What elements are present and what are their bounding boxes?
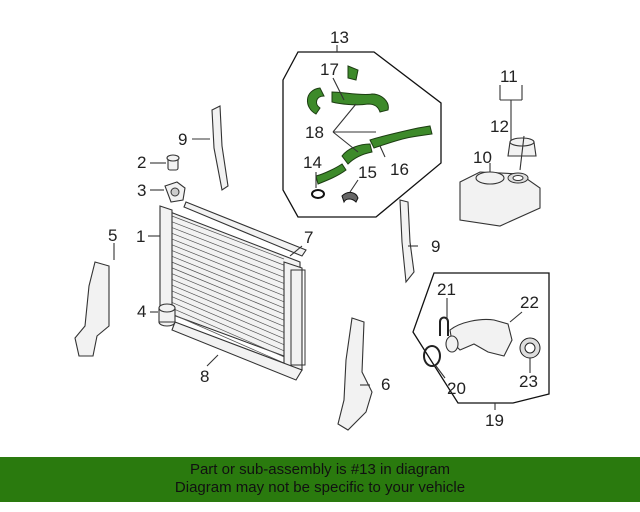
callout-19: 19 bbox=[485, 411, 504, 430]
cap-23 bbox=[519, 337, 541, 359]
coolant-reservoir bbox=[459, 171, 541, 227]
callout-3: 3 bbox=[137, 181, 146, 200]
hose-16 bbox=[369, 125, 433, 149]
callout-22: 22 bbox=[520, 293, 539, 312]
bottom-seal-strip bbox=[171, 321, 303, 381]
callout-10: 10 bbox=[473, 148, 492, 167]
banner-line-1: Part or sub-assembly is #13 in diagram bbox=[189, 461, 451, 478]
callout-2: 2 bbox=[137, 153, 146, 172]
upper-mount-2 bbox=[166, 154, 180, 171]
air-guide-6 bbox=[337, 317, 373, 431]
callout-1: 1 bbox=[136, 227, 145, 246]
pipe-21 bbox=[439, 316, 449, 336]
hose-18-lower bbox=[315, 143, 373, 185]
banner-line-2: Diagram may not be specific to your vehi… bbox=[174, 479, 466, 496]
callout-9-right: 9 bbox=[431, 237, 440, 256]
hose-18-upper bbox=[331, 91, 389, 113]
o-ring-20 bbox=[423, 345, 441, 367]
callout-13: 13 bbox=[330, 28, 349, 47]
elbow-22 bbox=[445, 318, 513, 357]
callout-11: 11 bbox=[500, 67, 518, 86]
callout-12: 12 bbox=[490, 117, 509, 136]
callout-23: 23 bbox=[519, 372, 538, 391]
clip-15 bbox=[341, 191, 359, 204]
upper-mount-3 bbox=[164, 181, 186, 203]
callout-17: 17 bbox=[320, 60, 339, 79]
callout-7: 7 bbox=[304, 228, 313, 247]
bracket-9-left bbox=[211, 105, 229, 191]
cap-seal bbox=[507, 172, 529, 184]
callout-21: 21 bbox=[437, 280, 456, 299]
callout-20: 20 bbox=[447, 379, 466, 398]
callout-4: 4 bbox=[137, 302, 146, 321]
callout-18: 18 bbox=[305, 123, 324, 142]
air-guide-5 bbox=[74, 261, 110, 357]
callout-16: 16 bbox=[390, 160, 409, 179]
bracket-9-right bbox=[399, 199, 415, 284]
callout-6: 6 bbox=[381, 375, 390, 394]
lower-mount-4 bbox=[158, 303, 176, 327]
callout-15: 15 bbox=[358, 163, 377, 182]
callout-9-left: 9 bbox=[178, 130, 187, 149]
callout-14: 14 bbox=[303, 153, 322, 172]
callout-8: 8 bbox=[200, 367, 209, 386]
info-banner: Part or sub-assembly is #13 in diagram D… bbox=[0, 457, 640, 502]
leader-lines bbox=[113, 45, 531, 410]
radiator bbox=[159, 205, 306, 371]
clamp-14 bbox=[311, 189, 325, 199]
callout-5: 5 bbox=[108, 226, 117, 245]
top-seal-strip bbox=[183, 201, 307, 257]
hose-17 bbox=[307, 65, 359, 115]
